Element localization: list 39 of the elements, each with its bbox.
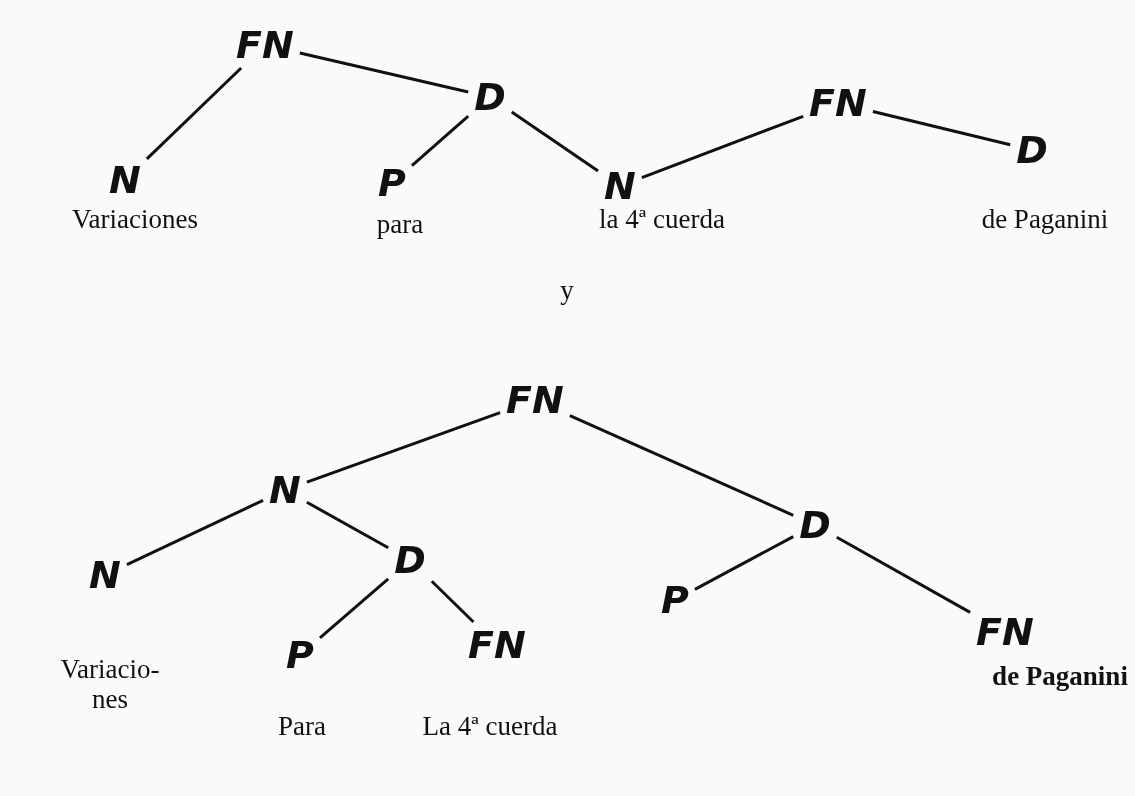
category-label: P <box>376 164 408 202</box>
word-label: para <box>376 210 424 240</box>
category-label: FN <box>234 26 296 64</box>
tree-branch <box>872 110 1011 147</box>
tree-branch <box>126 499 264 566</box>
word-label: La 4ª cuerda <box>422 712 558 742</box>
tree-branch <box>694 535 794 591</box>
category-label: D <box>472 78 508 116</box>
tree-branch <box>299 51 469 94</box>
category-label: FN <box>974 613 1036 651</box>
tree-branch <box>569 414 794 517</box>
category-label: P <box>284 636 316 674</box>
category-label: N <box>87 556 123 594</box>
tree-branch <box>306 411 501 484</box>
tree-branch <box>430 580 475 624</box>
word-label: Variaciones <box>72 205 198 235</box>
category-label: N <box>107 161 143 199</box>
category-label: D <box>392 541 428 579</box>
tree-branch <box>410 114 470 167</box>
category-label: N <box>267 471 303 509</box>
tree-branch <box>145 66 243 160</box>
word-label: de Paganini <box>992 662 1128 692</box>
tree-branch <box>318 577 390 639</box>
word-label: Para <box>278 712 326 742</box>
tree-branch <box>641 114 804 180</box>
category-label: D <box>797 506 833 544</box>
category-label: FN <box>504 381 566 419</box>
conjunction-label: y <box>560 274 574 306</box>
word-label: de Paganini <box>981 205 1109 235</box>
category-label: D <box>1014 131 1050 169</box>
tree-branch <box>306 500 389 550</box>
category-label: FN <box>807 84 869 122</box>
word-label: Variacio- nes <box>59 655 161 715</box>
word-label: la 4ª cuerda <box>599 205 725 235</box>
tree-branch <box>836 535 971 614</box>
category-label: N <box>602 167 638 205</box>
category-label: P <box>659 581 691 619</box>
tree-branch <box>510 110 599 173</box>
category-label: FN <box>466 626 528 664</box>
